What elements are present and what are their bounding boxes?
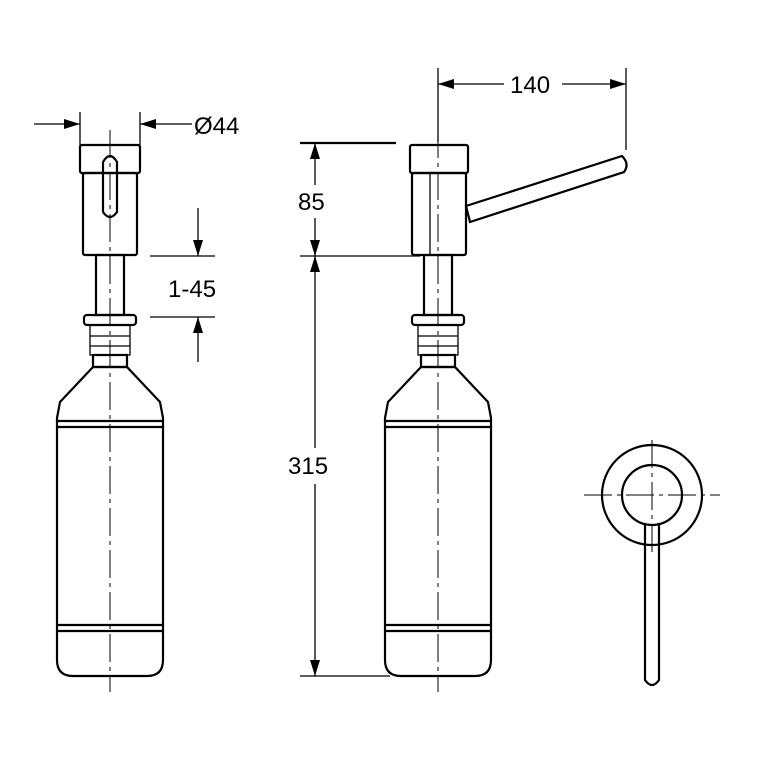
side-bottle <box>383 365 493 678</box>
top-spout <box>643 524 661 687</box>
reach-label: 140 <box>510 72 550 99</box>
side-view: 140 85 <box>288 68 628 692</box>
adjust-range-label: 1-45 <box>168 276 216 303</box>
height-dimension: 85 <box>298 143 325 256</box>
top-view <box>584 440 720 687</box>
reach-dimension: 140 <box>437 68 627 150</box>
adjust-range-dimension: 1-45 <box>150 208 216 362</box>
lever-slot <box>101 154 119 219</box>
side-head-body <box>410 171 468 257</box>
height-label: 85 <box>298 189 325 216</box>
side-push-head-cap <box>408 143 470 175</box>
front-view: Ø44 1-45 <box>34 112 239 692</box>
spout <box>464 154 628 224</box>
escutcheon-ring <box>600 443 704 547</box>
push-head-top <box>620 463 684 527</box>
bottle-length-label: 315 <box>288 453 328 480</box>
diameter-dimension: Ø44 <box>34 112 239 145</box>
bottle-length-dimension: 315 <box>288 256 328 676</box>
bottle <box>55 365 165 678</box>
diameter-label: Ø44 <box>194 113 239 140</box>
